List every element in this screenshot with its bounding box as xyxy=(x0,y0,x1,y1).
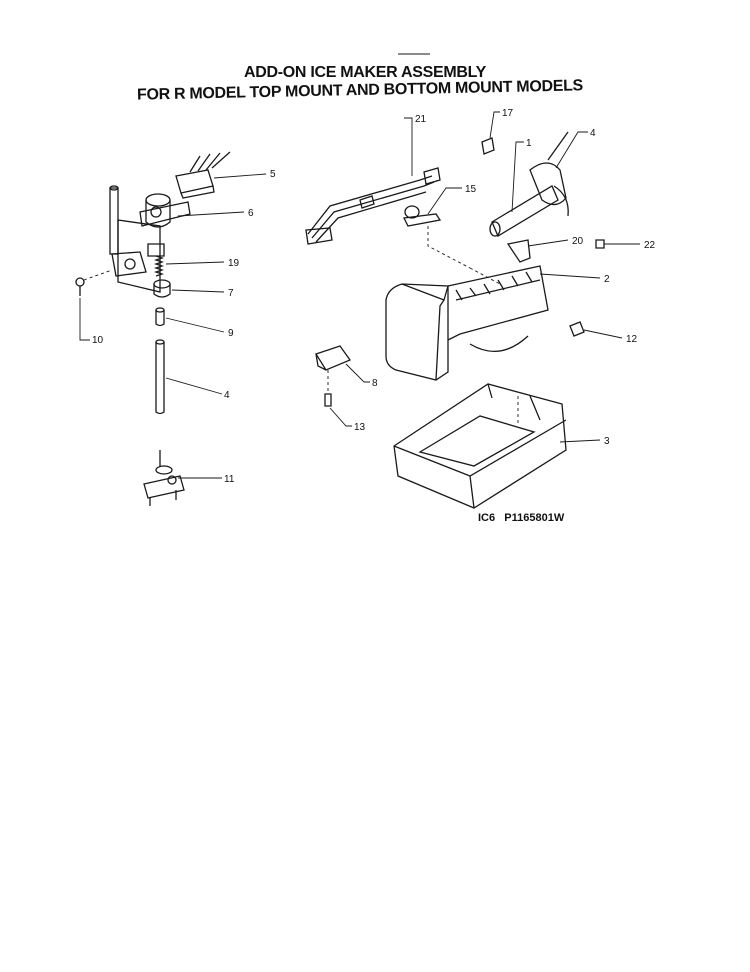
part-4-fill-tube-left xyxy=(155,339,165,415)
leader-21 xyxy=(404,117,413,176)
leader-17 xyxy=(489,111,500,139)
callout-13: 13 xyxy=(354,422,366,433)
leader-20 xyxy=(527,239,569,247)
leader-3 xyxy=(559,439,601,443)
part-17-clip xyxy=(481,137,495,155)
part-12-screw xyxy=(569,321,585,337)
leader-2 xyxy=(539,273,601,279)
callout-11: 11 xyxy=(224,474,235,485)
diagram-title-line-1: ADD-ON ICE MAKER ASSEMBLY xyxy=(243,64,486,81)
callout-6: 6 xyxy=(248,208,254,219)
callout-4-left: 4 xyxy=(224,390,230,401)
part-5-connector xyxy=(175,151,231,199)
callout-9: 9 xyxy=(228,328,234,339)
dash-15 xyxy=(427,226,471,269)
callout-1: 1 xyxy=(526,138,532,149)
callout-7: 7 xyxy=(228,288,234,299)
part-15-thermostat xyxy=(403,205,442,227)
dash-10 xyxy=(83,269,113,281)
callout-15: 15 xyxy=(465,184,477,195)
part-1-fill-cup xyxy=(489,131,569,237)
leader-9 xyxy=(165,317,225,333)
leader-19 xyxy=(165,261,225,265)
part-number-label: IC6 P1165801W xyxy=(478,512,565,524)
callout-22: 22 xyxy=(644,240,656,251)
callout-4-right: 4 xyxy=(590,128,596,139)
part-7-fitting xyxy=(153,279,171,298)
part-mounting-bracket xyxy=(109,185,165,293)
callout-3: 3 xyxy=(604,436,610,447)
leader-7 xyxy=(171,289,225,293)
callout-20: 20 xyxy=(572,236,584,247)
leader-15 xyxy=(427,187,462,215)
leader-10 xyxy=(79,298,90,341)
callout-21: 21 xyxy=(415,114,427,125)
leader-4-right xyxy=(555,131,588,169)
leader-13 xyxy=(329,407,352,427)
part-21-wire-harness xyxy=(305,167,441,245)
part-20-bracket xyxy=(506,239,531,263)
callout-5: 5 xyxy=(270,169,276,180)
part-10-screw xyxy=(75,277,85,296)
leader-6 xyxy=(177,211,245,217)
leader-8 xyxy=(345,363,370,383)
part-22-screw xyxy=(595,239,605,249)
callout-8: 8 xyxy=(372,378,378,389)
part-19-spring xyxy=(153,255,165,277)
leader-1 xyxy=(511,141,524,213)
part-9-sleeve xyxy=(155,307,165,327)
part-3-ice-bin xyxy=(393,383,567,509)
callout-2: 2 xyxy=(604,274,610,285)
callout-17: 17 xyxy=(502,108,514,119)
part-13-screw xyxy=(324,370,332,407)
part-8-bracket xyxy=(315,345,352,371)
callout-19: 19 xyxy=(228,258,240,269)
part-6-valve xyxy=(139,193,191,228)
part-2-ice-maker xyxy=(385,265,549,381)
leader-12 xyxy=(583,329,623,339)
leader-5 xyxy=(213,173,267,179)
leader-4-left xyxy=(165,377,223,395)
callout-10: 10 xyxy=(92,335,104,346)
part-11-valve xyxy=(143,450,185,506)
callout-12: 12 xyxy=(626,334,638,345)
